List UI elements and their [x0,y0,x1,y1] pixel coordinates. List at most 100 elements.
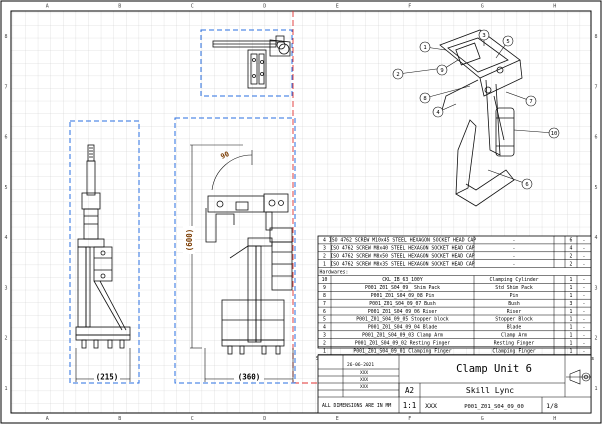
bom-cell-number: 8 [323,293,326,299]
zone-row-label: 5 [4,185,7,191]
zone-row-label: 1 [594,386,597,392]
bom-cell-qty: 3 [570,301,573,307]
company-name: Skill Lync [466,386,514,395]
balloon-number: 6 [525,182,528,188]
zone-row-label: 4 [594,235,597,241]
bom-cell-qty: 2 [570,254,573,260]
item-balloon [502,35,514,47]
bom-cell-qty: 1 [570,293,573,299]
balloon-leader [424,85,471,99]
bom-cell-description: - [513,255,516,260]
balloon-number: 1 [423,45,426,51]
dimensions-note: ALL DIMENSIONS ARE IN MM [322,403,391,409]
title-block: 26-06-2021 XXX XXX XXX Clamp Unit 6 A2 S… [317,354,592,414]
title-block-approved: XXX [360,384,368,390]
zone-column-label: G [481,4,484,10]
title-block-drawn: XXX [360,370,368,376]
bom-cell-remarks: - [583,302,586,307]
sheet-size: A2 [405,386,414,395]
bom-cell-qty: 4 [570,246,573,252]
bom-cell-description: Resting Finger [494,340,535,346]
bom-cell-part-number: P001_Z01_S04_09_06 Riser [368,309,437,315]
bom-cell-description: - [513,262,516,267]
item-balloon [419,41,431,53]
balloon-leader [513,129,555,134]
side-view: (215) [69,120,140,384]
bom-cell-description: Riser [507,309,522,315]
zone-row-label: 2 [4,336,7,342]
balloon-number: 2 [396,72,399,78]
zone-row-label: 8 [594,34,597,40]
hardware-label: Hardwares: [320,269,349,275]
part-number: P001_Z01_S04_09_00 [464,404,524,410]
bom-cell-part-number: ISO 4762 SCREW M8x35 STEEL HEXAGON SOCKE… [330,261,475,267]
item-balloon [432,106,444,118]
bom-cell-remarks: - [583,334,586,339]
bom-cell-part-number: P001_Z01_S04_09_07 Bush [369,301,436,307]
bom-cell-qty: 1 [570,309,573,315]
bom-cell-part-number: P001_Z01_S04_09_03 Clamp Arm [362,333,443,339]
item-balloon [521,178,533,190]
bom-cell-number: 3 [323,246,326,252]
zone-row-label: 4 [4,235,7,241]
drawing-scale: 1:1 [403,401,417,410]
title-block-date: 26-06-2021 [347,362,374,368]
bom-cell-description: Pin [510,293,519,299]
zone-column-label: D [263,416,266,422]
item-balloon [478,29,490,41]
zone-row-label: 2 [594,336,597,342]
item-balloon [548,127,560,139]
bom-cell-number: 4 [323,238,326,244]
bom-cell-number: 3 [323,333,326,339]
bom-cell-qty: 1 [570,340,573,346]
bom-cell-description: Bush [508,301,520,307]
bom-cell-number: 7 [323,301,326,307]
bom-cell-description: - [513,247,516,252]
bom-cell-remarks: - [583,262,586,267]
bom-cell-number: 10 [322,277,328,283]
bom-cell-qty: 1 [570,325,573,331]
top-view [200,29,293,97]
zone-row-label: 7 [594,84,597,90]
bom-cell-number: 2 [323,254,326,260]
bom-cell-part-number: ISO 4762 SCREW M10x45 STEEL HEXAGON SOCK… [329,238,476,244]
item-balloon [436,64,448,76]
sheet-number: 1/8 [546,402,558,410]
bom-cell-remarks: - [583,278,586,283]
bom-cell-description: Stopper Block [495,317,533,323]
bom-cell-remarks: - [583,326,586,331]
bom-cell-remarks: - [583,239,586,244]
bom-cell-qty: 2 [570,261,573,267]
drawing-title: Clamp Unit 6 [456,363,532,375]
bom-cell-remarks: - [583,294,586,299]
height-dimension: (600) [185,229,194,252]
bom-cell-qty: 1 [570,285,573,291]
bom-cell-remarks: - [583,286,586,291]
zone-column-label: E [336,4,339,10]
bom-cell-remarks: - [583,255,586,260]
bom-cell-qty: 1 [570,348,573,354]
bom-cell-remarks: - [583,247,586,252]
bom-cell-number: 1 [323,348,326,354]
item-balloon [419,92,431,104]
zone-column-label: E [336,416,339,422]
bom-cell-part-number: P001_Z01_S04_09_02 Resting Finger [355,340,450,346]
zone-column-label: B [118,4,121,10]
bom-cell-qty: 1 [570,277,573,283]
bom-cell-number: 5 [323,317,326,323]
bom-cell-description: Clamping Finger [492,348,535,354]
zone-row-label: 3 [4,285,7,291]
bom-cell-description: Std Shim Pack [495,285,533,291]
zone-row-label: 8 [4,34,7,40]
bom-cell-part-number: P001_Z01_S04_09_ Shim Pack [365,285,440,291]
bom-cell-description: Clamp Arm [501,333,527,339]
item-balloon [525,95,537,107]
bom-cell-description: - [513,239,516,244]
zone-column-label: G [481,416,484,422]
bom-cell-number: 4 [323,325,326,331]
zone-row-label: 1 [4,386,7,392]
zone-column-label: H [553,416,556,422]
